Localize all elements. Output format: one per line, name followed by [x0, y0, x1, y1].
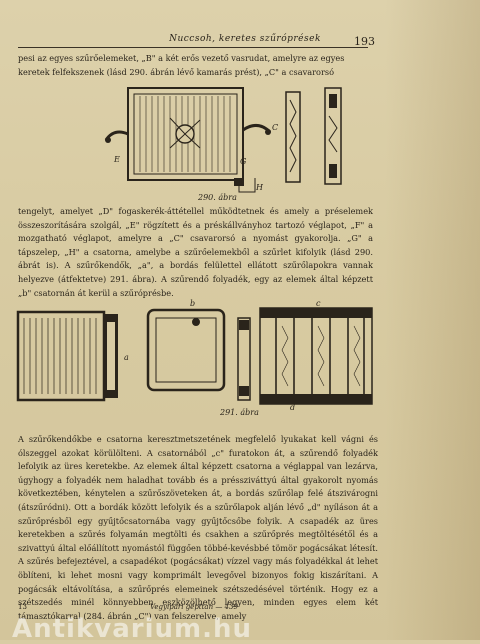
header-rule	[18, 47, 368, 48]
figure-291: a b c d	[16, 299, 373, 410]
page-number: 193	[354, 35, 375, 48]
running-title: Nuccsoh, keretes szűróprések	[169, 34, 321, 44]
figure-label: a	[124, 353, 129, 362]
figure-label: d	[290, 403, 295, 410]
figure-290: E G H C	[104, 87, 342, 193]
text-line: pesi az egyes szűrőelemeket, „B" a két e…	[18, 53, 345, 63]
figure-291-caption: 291. ábra	[220, 408, 259, 417]
paragraph-filtration-process: A szűrőkendőkbe e csatorna keresztmetsze…	[18, 434, 378, 621]
figure-label: b	[190, 299, 195, 308]
figure-label: c	[316, 299, 321, 308]
paragraph-press-description: tengelyt, amelyet „D" fogaskerék-áttétel…	[18, 206, 373, 298]
footer-source: Vegyipari gépttan — 439	[150, 603, 238, 611]
watermark-text: Antikvarium.hu	[12, 614, 252, 644]
figure-290-caption: 290. ábra	[198, 193, 237, 202]
figure-label: H	[255, 183, 264, 192]
paragraph-intro: pesi az egyes szűrőelemeket, „B" a két e…	[18, 52, 370, 79]
figure-label: C	[272, 123, 278, 132]
text-line: keretek felfekszenek (lásd 290. ábrán lé…	[18, 66, 335, 77]
page-shadow	[385, 0, 480, 640]
signature-mark: 13	[18, 603, 27, 611]
figure-label: G	[240, 157, 247, 166]
figure-label: E	[113, 155, 120, 164]
